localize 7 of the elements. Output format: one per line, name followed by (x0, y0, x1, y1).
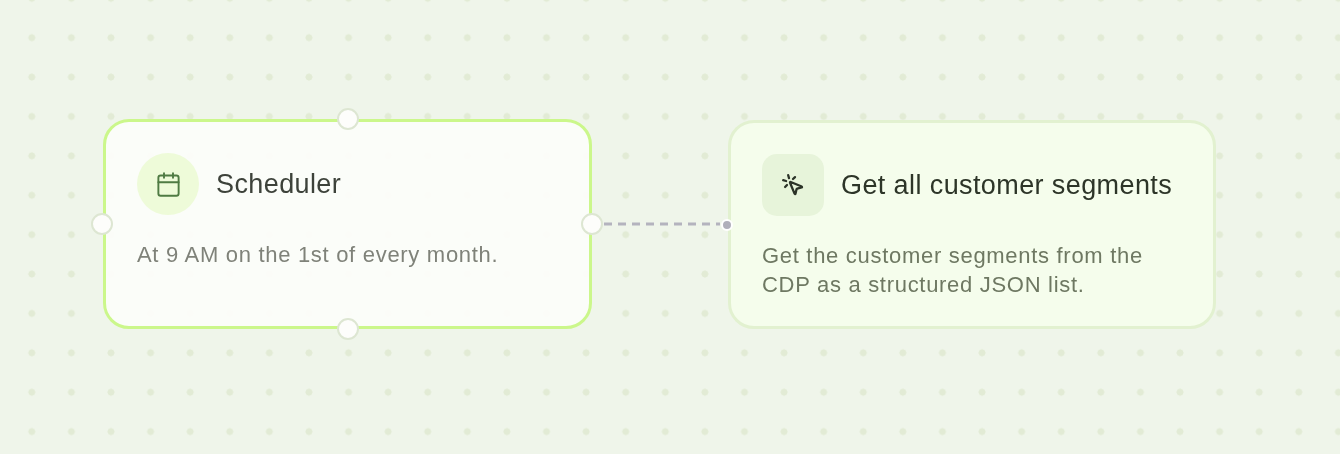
step-title: Scheduler (216, 168, 342, 201)
step-card (103, 119, 592, 329)
step-title: Get all customer segments (841, 169, 1173, 202)
connector-line (604, 222, 720, 226)
step-description: At 9 AM on the 1st of every month. (137, 241, 499, 269)
step-description: Get the customer segments from the CDP as a structured JSON list. (762, 242, 1144, 299)
step-card (728, 120, 1216, 329)
